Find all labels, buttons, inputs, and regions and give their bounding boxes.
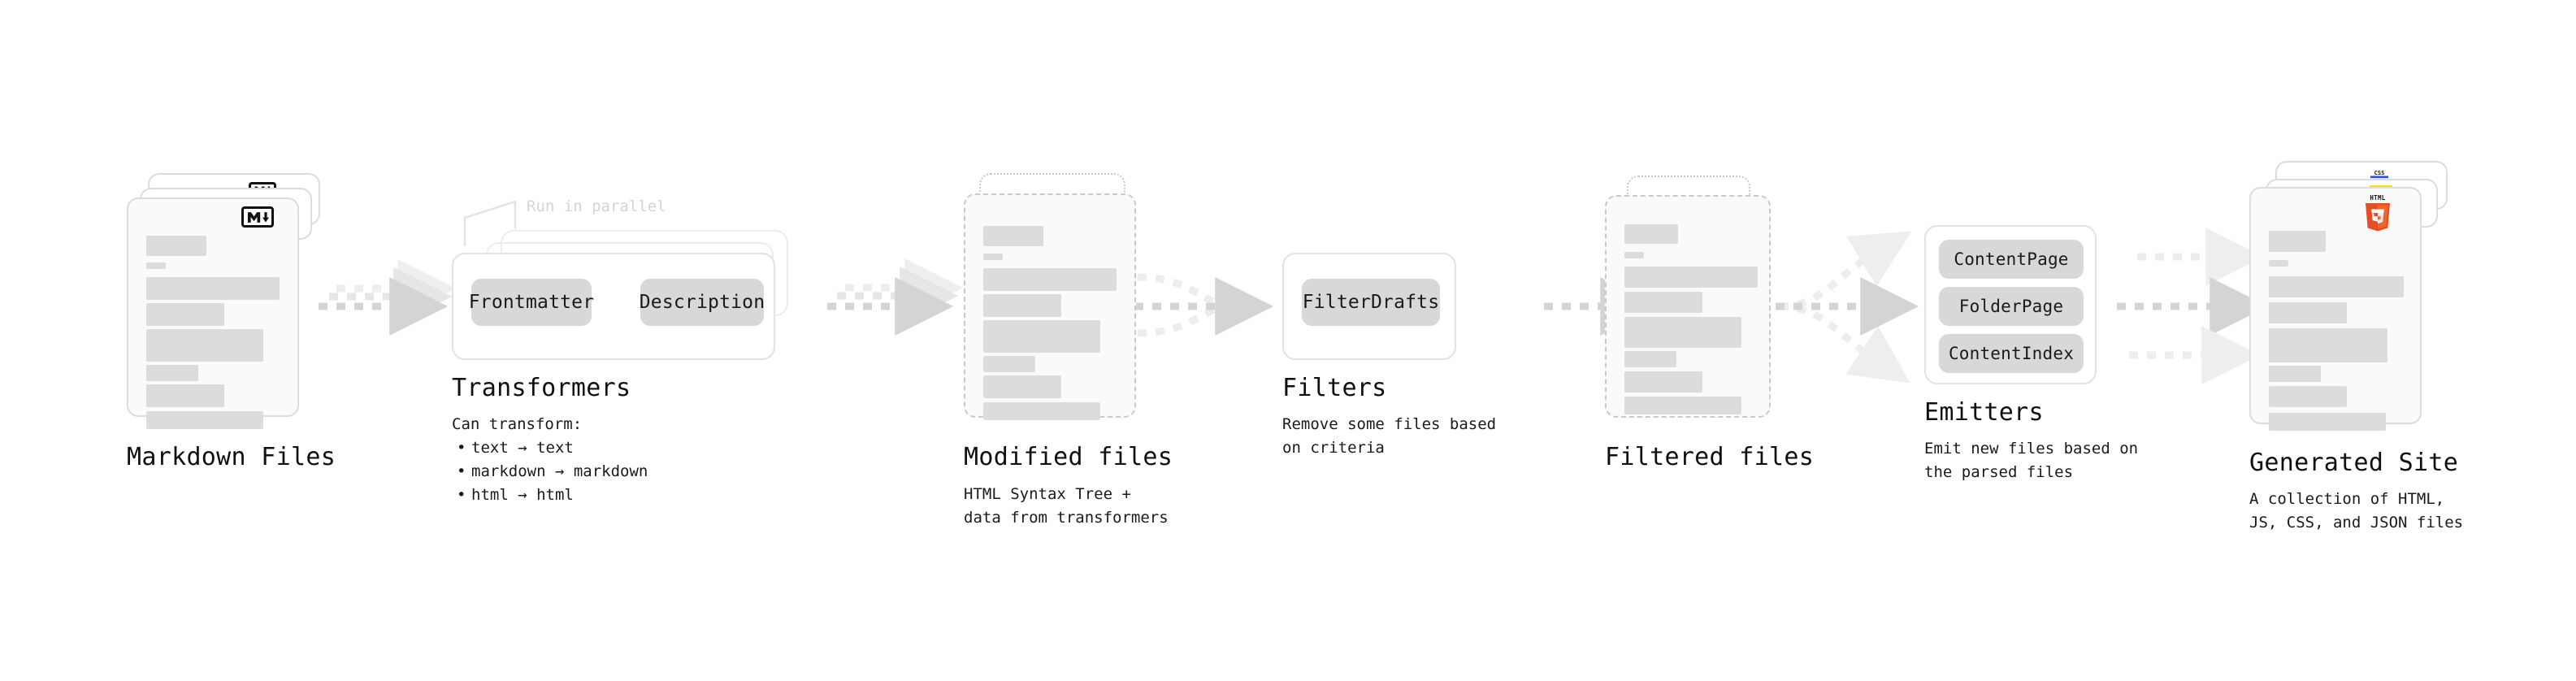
stage-title-emitters: Emitters <box>1924 398 2044 427</box>
transformers-box[interactable]: Frontmatter Description <box>452 253 775 360</box>
transformer-node-frontmatter[interactable]: Frontmatter <box>469 279 594 326</box>
skeleton-bar <box>983 320 1100 353</box>
skeleton-bar <box>2269 231 2326 252</box>
skeleton-bar <box>1624 397 1741 414</box>
site-card-front <box>2249 187 2422 431</box>
generated-site-subtitle: A collection of HTML, JS, CSS, and JSON … <box>2249 490 2464 531</box>
skeleton-bar <box>983 254 1003 260</box>
css3-icon: CSS <box>2369 167 2390 179</box>
skeleton-bar <box>146 384 224 407</box>
skeleton-bar <box>2269 328 2387 362</box>
filters-box[interactable]: FilterDrafts <box>1282 253 1456 360</box>
skeleton-bar <box>146 303 224 326</box>
emitter-node-folderpage[interactable]: FolderPage <box>1939 287 2084 326</box>
skeleton-bar <box>983 268 1117 291</box>
skeleton-bar <box>1624 351 1676 367</box>
skeleton-bar <box>2269 276 2404 297</box>
stage-title-filtered-files: Filtered files <box>1605 443 1815 471</box>
transformers-bullet-item: html → html <box>452 484 648 507</box>
transformers-subtitle: Can transform: <box>452 415 583 433</box>
connector-filtered-to-emitters <box>1776 231 1919 384</box>
filtered-card-front <box>1605 195 1771 418</box>
filters-subtitle: Remove some files based on criteria <box>1282 415 1497 457</box>
connector-md-to-transformers <box>319 259 457 336</box>
skeleton-bar <box>1624 292 1702 313</box>
skeleton-bar <box>2269 386 2347 407</box>
emitter-node-contentindex[interactable]: ContentIndex <box>1939 334 2084 373</box>
modified-files-subtitle: HTML Syntax Tree + data from transformer… <box>964 485 1169 527</box>
transformers-bullet-list: text → text markdown → markdown html → h… <box>452 436 648 507</box>
modified-card-front <box>964 193 1136 420</box>
emitter-node-contentpage[interactable]: ContentPage <box>1939 240 2084 279</box>
connector-modified-to-filters <box>1134 273 1274 337</box>
transformers-bullet-item: markdown → markdown <box>452 460 648 484</box>
run-in-parallel-label: Run in parallel <box>527 197 666 215</box>
stage-title-transformers: Transformers <box>452 374 631 402</box>
skeleton-bar <box>983 226 1043 246</box>
skeleton-bar <box>146 277 280 300</box>
svg-text:HTML: HTML <box>2370 194 2385 202</box>
skeleton-bar <box>146 236 206 256</box>
markdown-card-front <box>127 197 299 429</box>
skeleton-bar <box>983 402 1100 420</box>
skeleton-bar <box>2269 302 2347 323</box>
emitters-box[interactable]: ContentPage FolderPage ContentIndex <box>1924 225 2097 384</box>
skeleton-bar <box>1624 252 1644 258</box>
connector-emitters-to-site <box>2117 228 2269 384</box>
skeleton-bar <box>1624 371 1702 393</box>
skeleton-bar <box>1624 317 1741 348</box>
stage-title-modified-files: Modified files <box>964 443 1173 471</box>
skeleton-bar <box>146 262 166 269</box>
skeleton-bar <box>1624 267 1758 288</box>
stage-title-filters: Filters <box>1282 374 1387 402</box>
connector-transformers-to-modified <box>827 258 964 336</box>
skeleton-bar <box>983 356 1035 372</box>
skeleton-bar <box>983 375 1061 398</box>
skeleton-bar <box>146 329 263 362</box>
skeleton-bar <box>146 365 198 381</box>
skeleton-bar <box>1624 224 1678 244</box>
skeleton-bar <box>2269 260 2288 267</box>
filter-node-filterdrafts[interactable]: FilterDrafts <box>1302 279 1440 326</box>
svg-text:CSS: CSS <box>2374 170 2385 176</box>
transformer-node-description[interactable]: Description <box>640 279 765 326</box>
markdown-icon <box>241 206 274 228</box>
skeleton-bar <box>2269 366 2321 382</box>
transformers-bullet-item: text → text <box>452 436 648 460</box>
skeleton-bar <box>2269 413 2386 431</box>
html5-icon: HTML <box>2361 193 2395 232</box>
skeleton-bar <box>146 411 263 429</box>
stage-title-markdown-files: Markdown Files <box>127 443 336 471</box>
skeleton-bar <box>983 294 1061 317</box>
stage-title-generated-site: Generated Site <box>2249 449 2459 477</box>
emitters-subtitle: Emit new files based on the parsed files <box>1924 440 2139 481</box>
